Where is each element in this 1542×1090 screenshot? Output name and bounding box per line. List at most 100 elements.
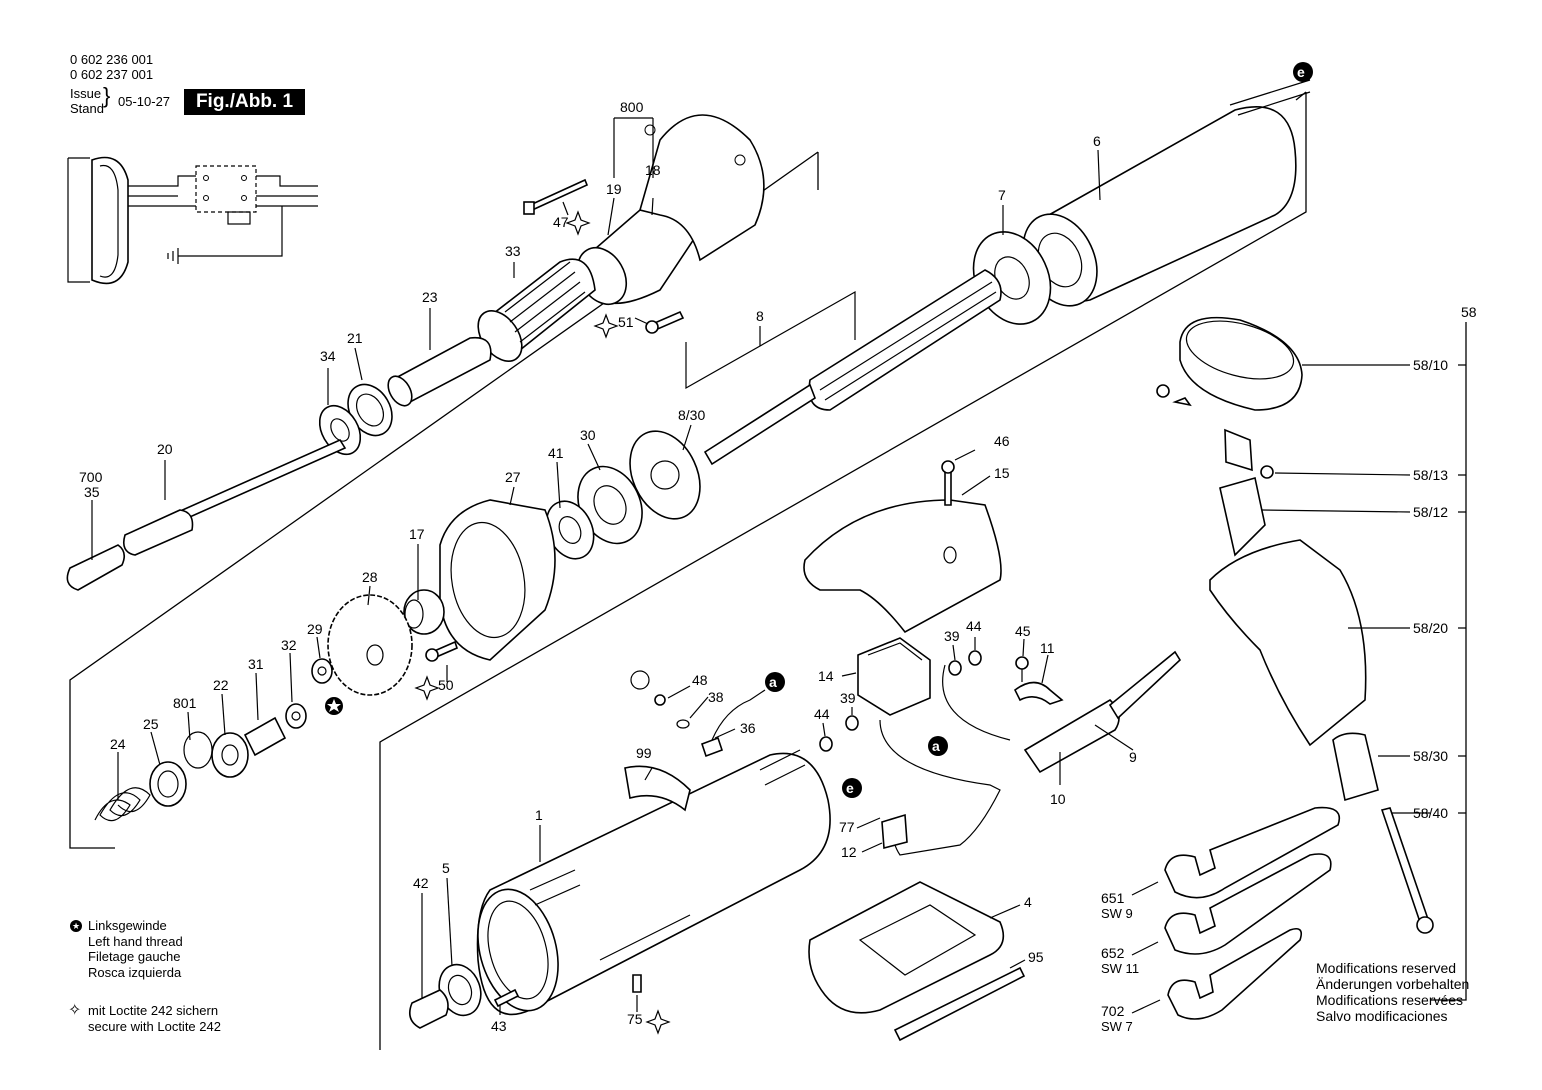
ring-34 xyxy=(318,404,362,456)
callout-15: 15 xyxy=(994,465,1010,481)
callout-44-bottom: 44 xyxy=(814,706,830,722)
callout-43: 43 xyxy=(491,1018,507,1034)
callout-17: 17 xyxy=(409,526,425,542)
callout-29: 29 xyxy=(307,621,323,637)
callout-5: 5 xyxy=(442,860,450,876)
callout-58-13: 58/13 xyxy=(1413,467,1448,483)
brace: } xyxy=(103,83,111,108)
callout-9: 9 xyxy=(1129,749,1137,765)
cord-9 xyxy=(879,650,1182,856)
callout-95: 95 xyxy=(1028,949,1044,965)
bearing-30 xyxy=(577,465,643,545)
callout-46: 46 xyxy=(994,433,1010,449)
left-hand-thread-marker xyxy=(325,697,343,715)
callout-801: 801 xyxy=(173,695,197,711)
callout-702: 702 xyxy=(1101,1003,1125,1019)
loctite-icon: ✧ xyxy=(68,1002,82,1019)
clamp-11 xyxy=(1013,681,1064,705)
callout-38: 38 xyxy=(708,689,724,705)
issue-label: Issue xyxy=(70,86,102,101)
handle-58 xyxy=(1156,316,1467,1001)
wiring-schematic xyxy=(67,156,318,285)
callout-800: 800 xyxy=(620,99,644,115)
callout-33: 33 xyxy=(505,243,521,259)
bearing-21 xyxy=(347,383,393,437)
modifications-notice: Modifications reserved Änderungen vorbeh… xyxy=(1316,960,1470,1024)
callout-58-40: 58/40 xyxy=(1413,805,1448,821)
spring-24 xyxy=(94,787,151,822)
wrench-702 xyxy=(1167,927,1303,1020)
callout-19: 19 xyxy=(606,181,622,197)
callout-21: 21 xyxy=(347,330,363,346)
callout-651: 651 xyxy=(1101,890,1125,906)
terminal-77 xyxy=(881,813,908,850)
screw-43 xyxy=(493,988,520,1008)
callout-77: 77 xyxy=(839,819,855,835)
stand-label: Stand xyxy=(70,101,104,116)
washer-39-bottom xyxy=(845,715,859,731)
housing-cap xyxy=(576,114,765,306)
callout-24: 24 xyxy=(110,736,126,752)
bushing-17 xyxy=(403,589,445,635)
callout-12: 12 xyxy=(841,844,857,860)
pinion-31 xyxy=(243,716,287,757)
svg-text:e: e xyxy=(846,780,854,796)
legend-left-hand-thread: Linksgewinde Left hand thread Filetage g… xyxy=(88,918,183,980)
issue-date: 05-10-27 xyxy=(118,94,171,109)
svg-text:a: a xyxy=(932,738,940,754)
screw-47 xyxy=(523,178,589,215)
ring-801 xyxy=(183,731,213,769)
legend-loctite: mit Loctite 242 sichern secure with Loct… xyxy=(88,1003,221,1034)
callout-700: 700 xyxy=(79,469,103,485)
collet-35 xyxy=(66,544,126,591)
callout-25: 25 xyxy=(143,716,159,732)
tube-23 xyxy=(387,336,492,407)
callout-sw9: SW 9 xyxy=(1101,906,1133,921)
callout-6: 6 xyxy=(1093,133,1101,149)
bearing-22 xyxy=(211,732,249,778)
part-number-1: 0 602 236 001 xyxy=(70,52,154,67)
callout-sw7: SW 7 xyxy=(1101,1019,1133,1034)
callout-42: 42 xyxy=(413,875,429,891)
bushing-42 xyxy=(409,989,449,1029)
callout-28: 28 xyxy=(362,569,378,585)
left-hand-thread-icon: ★ xyxy=(70,920,82,932)
nut-29 xyxy=(311,658,333,684)
callout-652: 652 xyxy=(1101,945,1125,961)
spindle-20 xyxy=(122,438,347,556)
callout-47: 47 xyxy=(553,214,569,230)
screw-51 xyxy=(645,310,685,334)
screw-46 xyxy=(941,460,955,506)
ground-parts xyxy=(630,670,766,758)
screw-75 xyxy=(632,974,642,993)
cover-15 xyxy=(803,499,1002,634)
callout-27: 27 xyxy=(505,469,521,485)
callout-58-10: 58/10 xyxy=(1413,357,1448,373)
figure-label: Fig./Abb. 1 xyxy=(184,89,305,115)
callout-32: 32 xyxy=(281,637,297,653)
screw-50 xyxy=(425,640,458,662)
callout-45: 45 xyxy=(1015,623,1031,639)
housing-4 xyxy=(808,881,1005,1014)
callout-sw11: SW 11 xyxy=(1101,961,1139,976)
gear-28 xyxy=(327,594,413,696)
switch-14 xyxy=(857,637,931,716)
callout-35: 35 xyxy=(84,484,100,500)
callout-labels: 800 19 18 47 51 33 23 21 34 20 700 35 6 … xyxy=(79,99,1477,1034)
callout-44-top: 44 xyxy=(966,618,982,634)
callout-39-bottom: 39 xyxy=(840,690,856,706)
washer-25 xyxy=(149,761,187,807)
callout-4: 4 xyxy=(1024,894,1032,910)
callout-11: 11 xyxy=(1040,640,1055,656)
callout-8: 8 xyxy=(756,308,764,324)
svg-text:a: a xyxy=(769,674,777,690)
marker-e-top: e xyxy=(1293,62,1313,82)
callout-31: 31 xyxy=(248,656,264,672)
marker-a-top: a xyxy=(765,672,785,692)
screw-44-bottom xyxy=(819,736,833,752)
callout-50: 50 xyxy=(438,677,454,693)
screw-44-top xyxy=(968,650,982,666)
callout-99: 99 xyxy=(636,745,652,761)
callout-20: 20 xyxy=(157,441,173,457)
